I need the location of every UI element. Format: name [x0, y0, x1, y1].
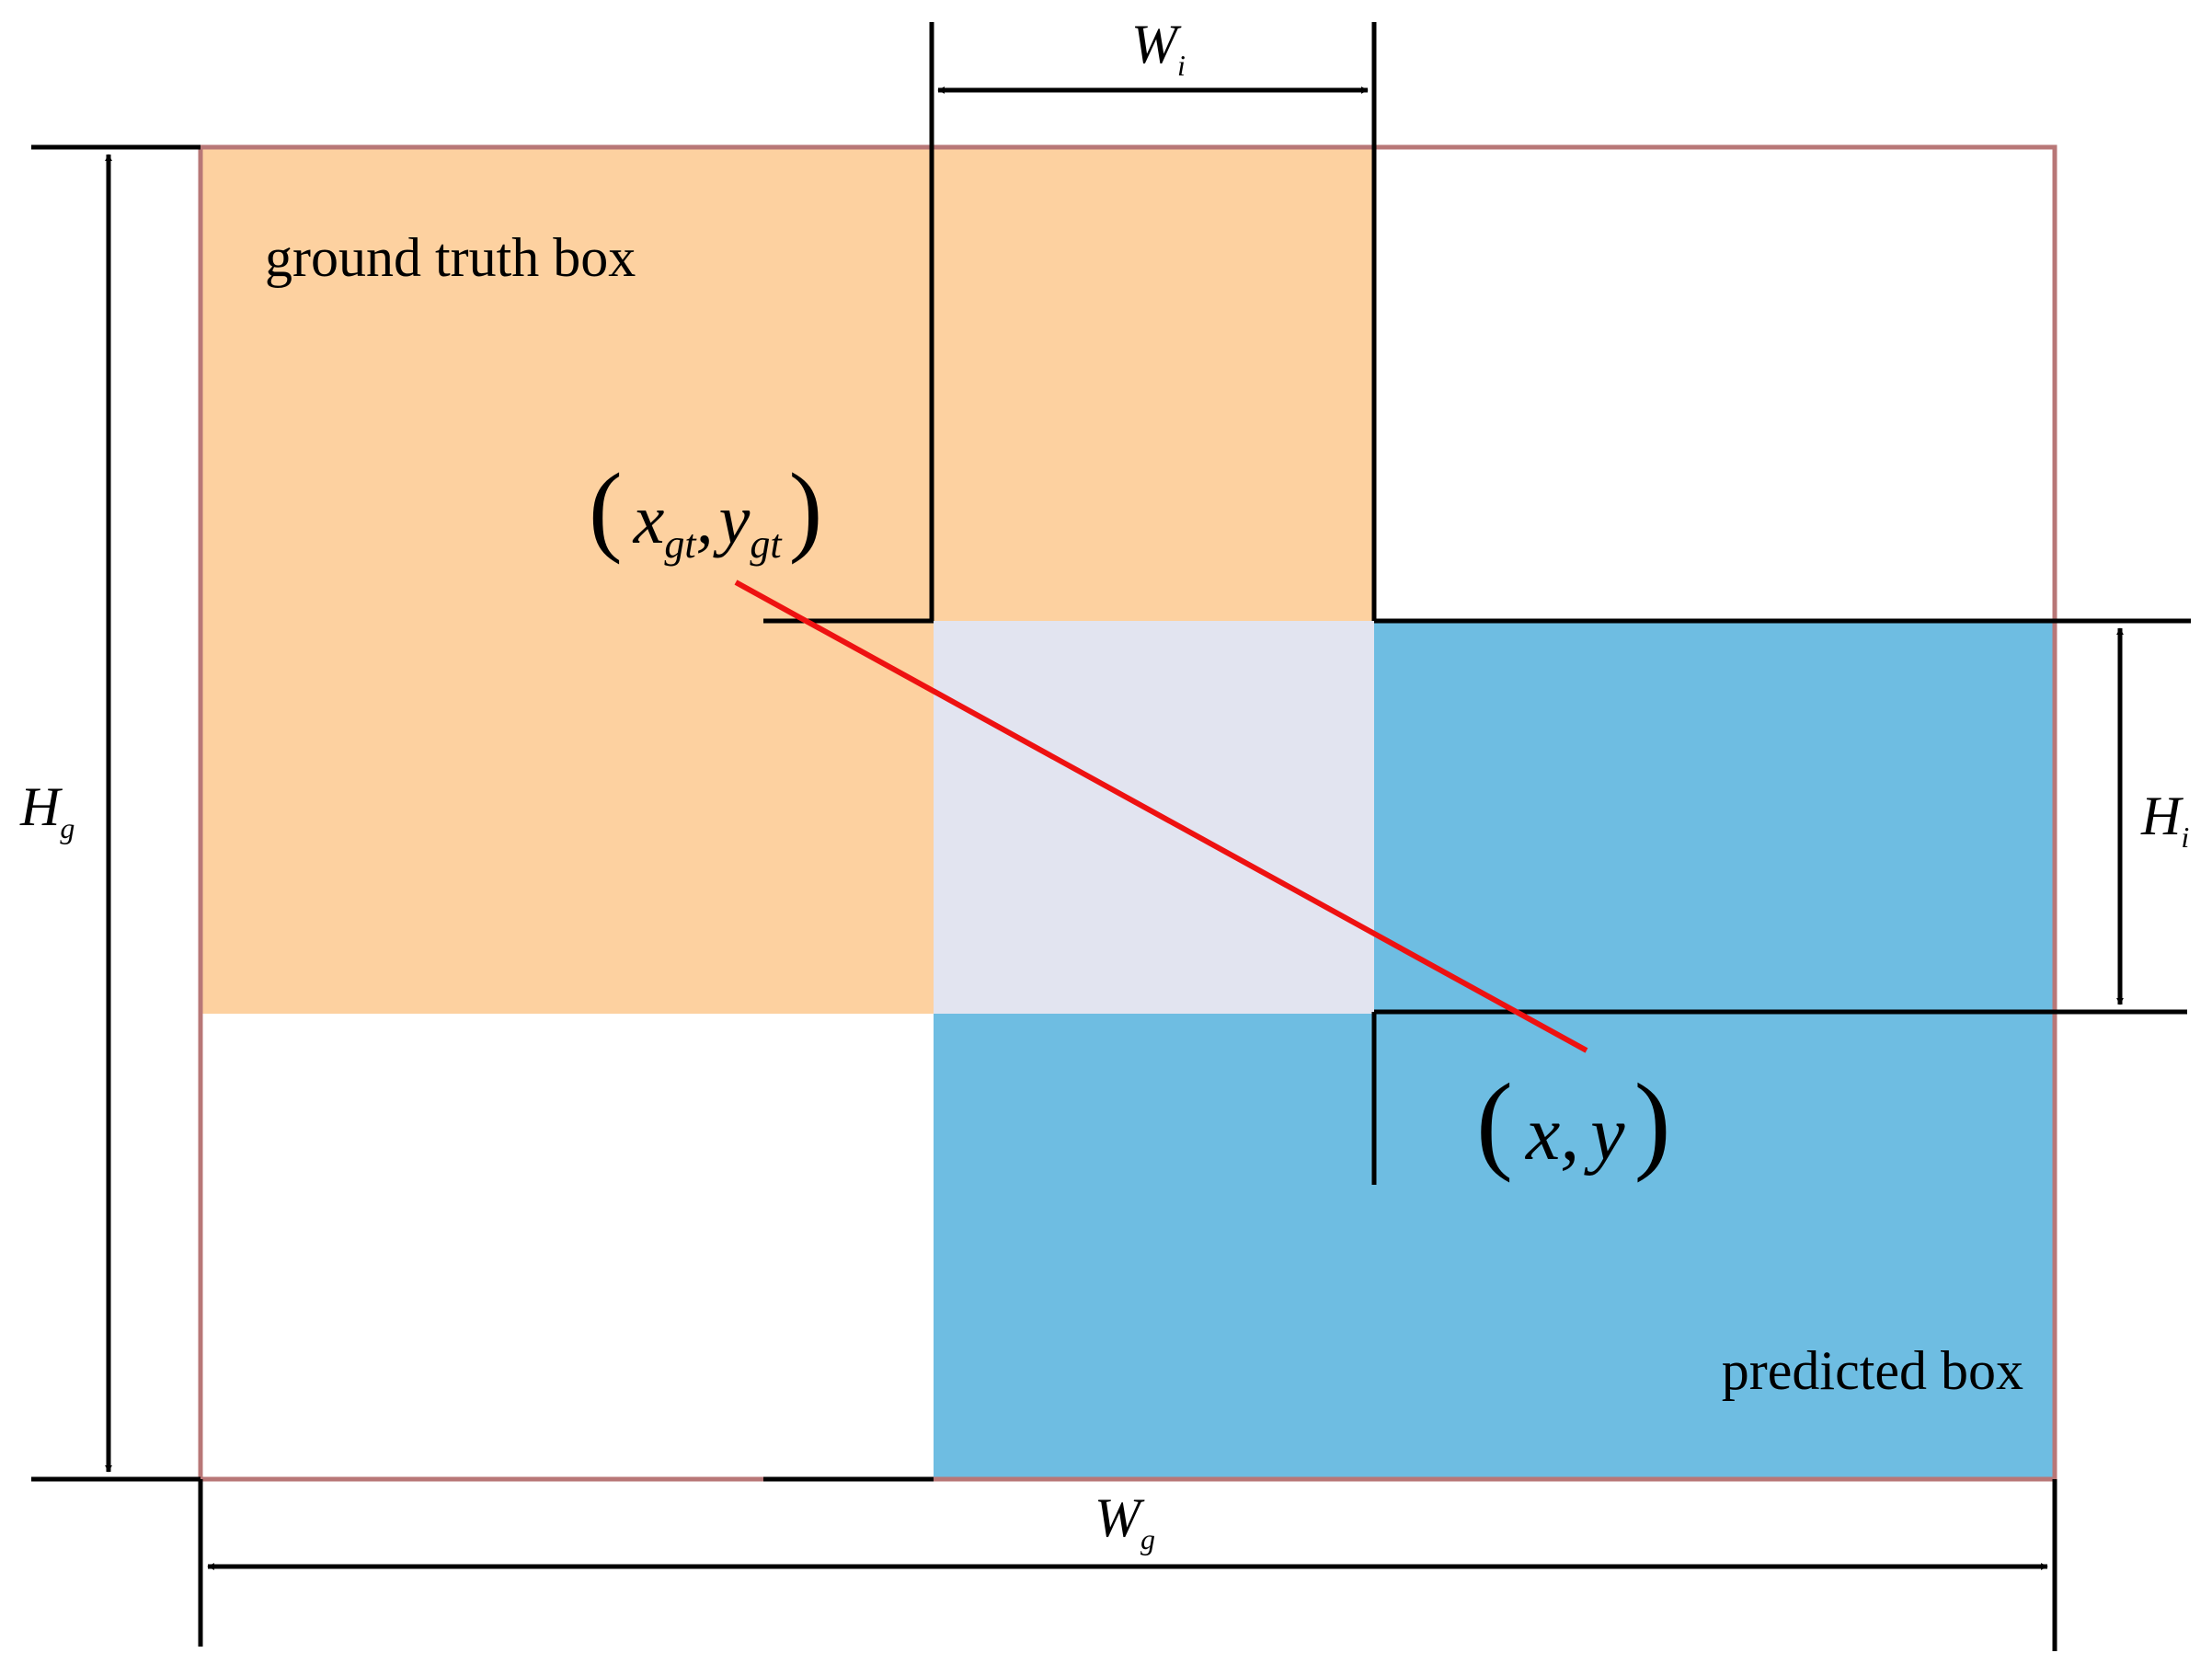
gt-center-label: (xgt,ygt) [589, 453, 822, 567]
hg-label: Hg [19, 776, 74, 844]
predicted-label: predicted box [1722, 1340, 2023, 1401]
wi-label: Wi [1131, 14, 1186, 82]
enclosing-box [198, 144, 2057, 1482]
hi-label: Hi [2140, 786, 2189, 854]
ground-truth-label: ground truth box [265, 227, 636, 288]
intersection-region [934, 621, 1374, 1014]
wg-label: Wg [1095, 1487, 1155, 1555]
center-distance-line [734, 580, 1588, 1053]
pred-center-label: (x,y) [1476, 1061, 1671, 1183]
